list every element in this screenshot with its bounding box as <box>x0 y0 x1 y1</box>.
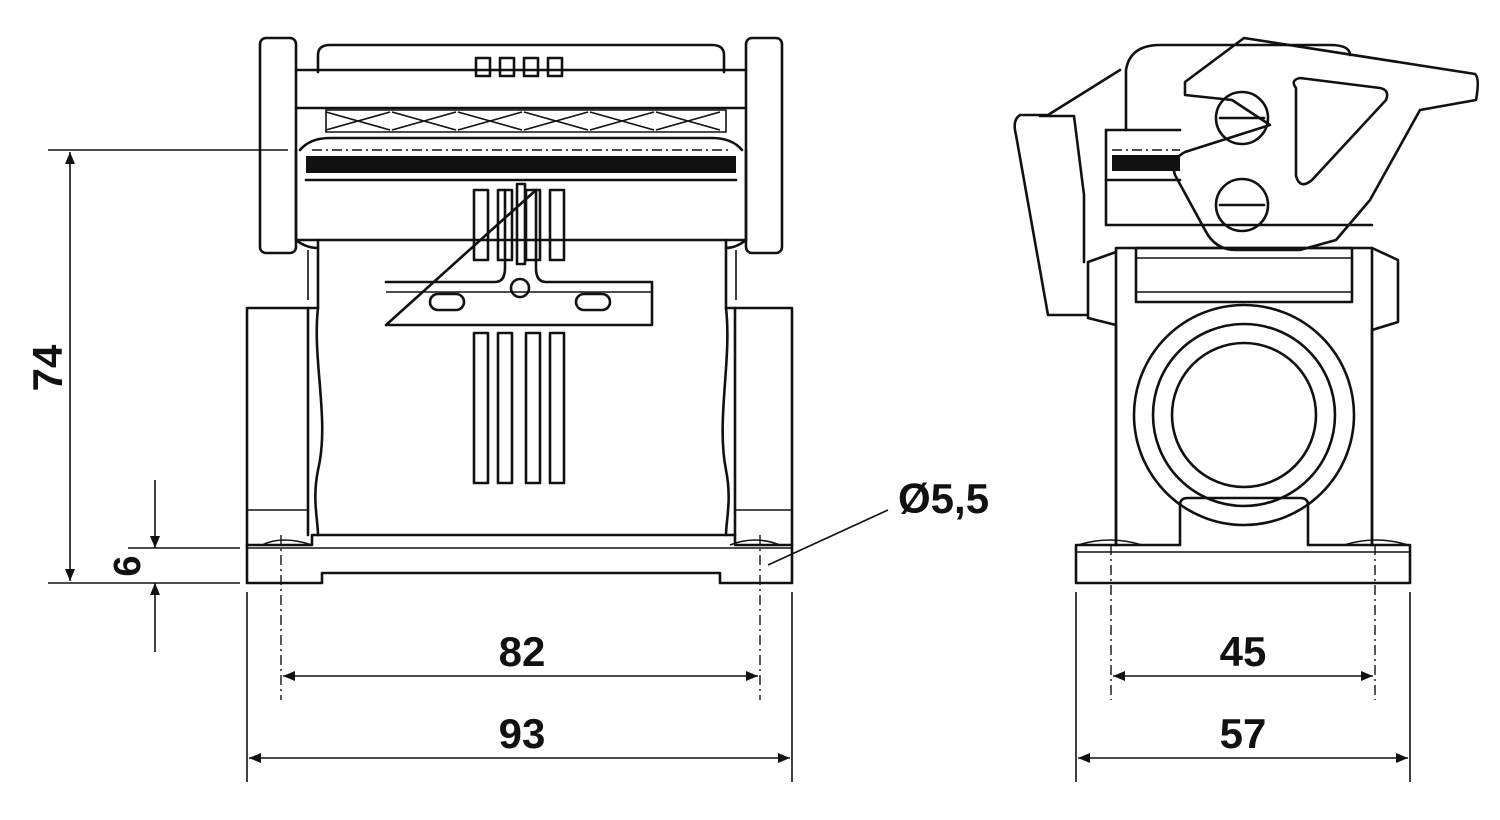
dim-label-45: 45 <box>1220 628 1267 675</box>
side-view <box>1013 36 1480 585</box>
dim-label-6: 6 <box>107 555 149 576</box>
dim-label-93: 93 <box>499 710 546 757</box>
dim-label-hole-diameter: Ø5,5 <box>898 475 989 522</box>
front-view <box>245 36 794 585</box>
dim-label-82: 82 <box>499 628 546 675</box>
dimension-lines <box>48 149 1411 782</box>
dim-label-74: 74 <box>24 344 71 391</box>
dim-label-57: 57 <box>1220 710 1267 757</box>
